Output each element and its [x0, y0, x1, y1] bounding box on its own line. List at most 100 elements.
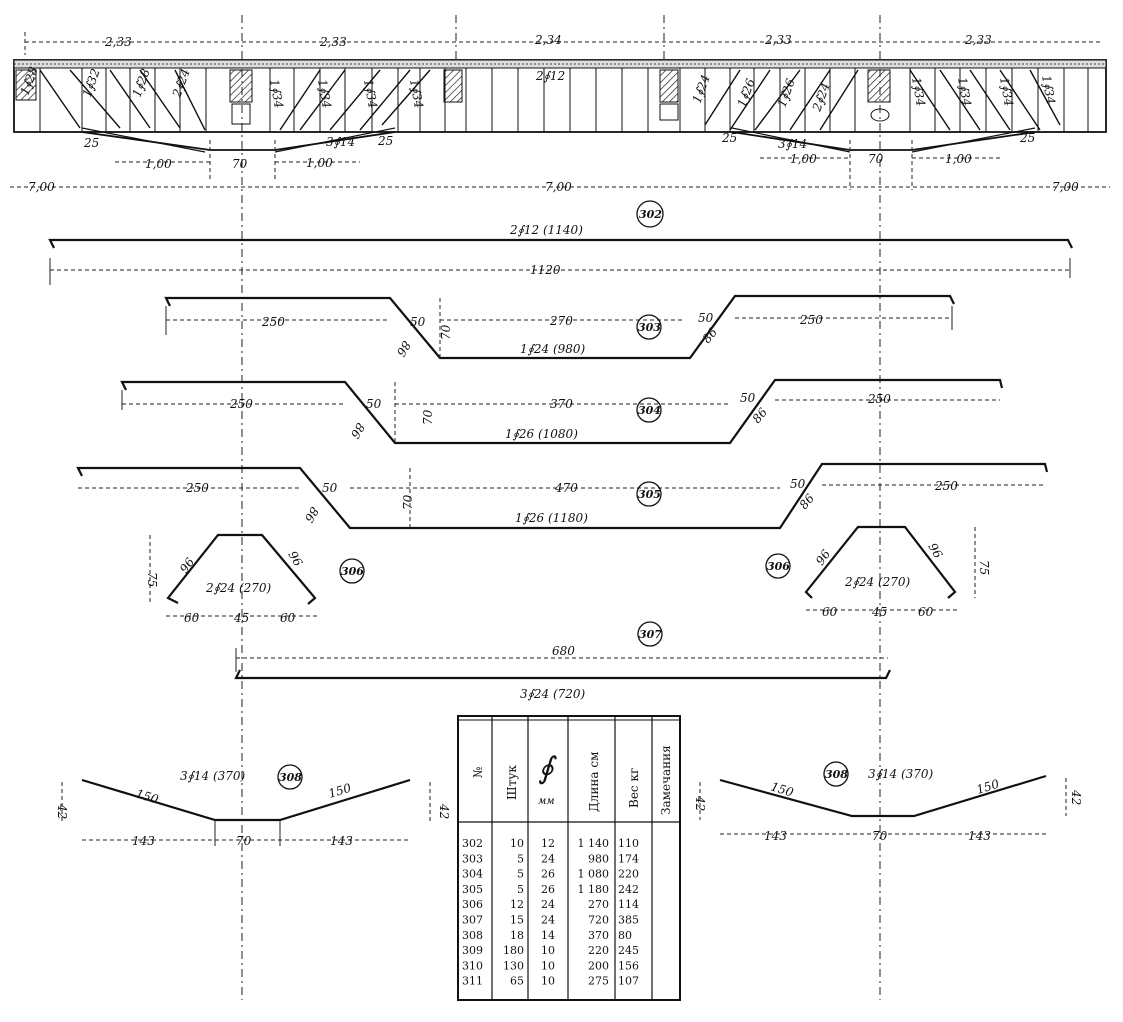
bar-dim-308: 143: [968, 829, 991, 843]
bar-dim-305: 250: [185, 481, 209, 495]
bar-title-308: 3∮14 (370): [868, 767, 934, 781]
span-label-1: 2,33: [104, 35, 132, 49]
table-header-count: Штук: [505, 765, 519, 800]
row-weight: 156: [618, 959, 639, 972]
bar-dim-305: 50: [322, 481, 338, 495]
row-length: 1 140: [578, 837, 610, 850]
row-count: 65: [510, 975, 524, 988]
bar-dim-306: 60: [822, 605, 838, 619]
bar-dim-306: 75: [145, 572, 159, 587]
table-header-mm: мм: [538, 796, 555, 807]
row-diameter: 10: [541, 944, 555, 957]
beam-label: 1∮24: [690, 73, 713, 105]
row-length: 1 180: [578, 883, 610, 896]
beam-label: 1∮34: [1039, 74, 1058, 105]
span7-label: 7,00: [545, 180, 572, 194]
bar-dim-305: 86: [302, 505, 322, 526]
bar-dim-308: 70: [236, 834, 252, 848]
bar-dim-306: 96: [177, 555, 197, 576]
beam-label: 2∮24: [169, 67, 192, 100]
row-count: 15: [510, 914, 524, 927]
row-length: 980: [588, 852, 609, 865]
bar-306-left: [149, 533, 318, 617]
bar-dim-306: 96: [285, 549, 305, 570]
row-count: 12: [510, 898, 524, 911]
row-number: 303: [462, 852, 483, 865]
row-length: 275: [588, 975, 609, 988]
bar-dim-308: 143: [132, 834, 155, 848]
row-count: 5: [517, 868, 524, 881]
bar-dim-308: 150: [327, 781, 353, 801]
row-count: 130: [503, 959, 524, 972]
row-weight: 114: [618, 898, 639, 911]
haunch-label: 25: [377, 134, 393, 148]
haunch-label: 25: [721, 131, 737, 145]
bar-title-305: 1∮26 (1180): [515, 511, 588, 525]
bar-308-left: [61, 778, 431, 846]
bar-dim-304: 86: [348, 421, 368, 442]
bar-305: [76, 462, 1049, 530]
haunch-label: 70: [868, 152, 884, 166]
bar-title-303: 1∮24 (980): [520, 342, 586, 356]
span-label-2: 2,33: [319, 35, 347, 49]
table-header-number: №: [471, 767, 485, 778]
bar-302: 302 2∮12 (1140) 1120: [48, 200, 1073, 285]
bar-dim-303: 50: [698, 311, 714, 325]
table-header-weight: Вес кг: [627, 768, 641, 808]
bar-title-306: 2∮24 (270): [205, 581, 272, 595]
bar-mark-303: 303: [638, 321, 661, 334]
bar-title-308: 3∮14 (370): [180, 769, 246, 783]
bar-dim-308: 42: [693, 795, 707, 811]
table-header-length: Длина см: [587, 752, 601, 812]
bar-dim-304: 370: [550, 397, 573, 411]
beam-label: 1∮34: [909, 76, 928, 107]
span-label-3: 2,34: [534, 33, 562, 47]
beam-label: 2∮24: [809, 81, 832, 114]
row-number: 308: [462, 929, 483, 942]
haunch-label: 70: [232, 157, 248, 171]
row-diameter: 14: [541, 929, 555, 942]
bar-mark-305: 305: [638, 488, 661, 501]
bar-dim-308: 150: [769, 779, 795, 799]
bar-title-306: 2∮24 (270): [844, 575, 911, 589]
bar-dim-308: 150: [975, 777, 1001, 797]
row-count: 18: [510, 929, 524, 942]
bar-dim-305: 70: [401, 494, 415, 510]
bar-dim-304: 50: [366, 397, 382, 411]
bar-dim-303: 86: [700, 325, 721, 346]
beam-elevation: [13, 59, 1107, 153]
beam-label: 1∮32: [80, 67, 103, 99]
bar-306-right: [804, 525, 976, 611]
beam-label: 1∮34: [997, 76, 1016, 107]
beam-label: 2∮12: [535, 69, 565, 83]
bar-mark-308: 308: [825, 768, 848, 781]
bar-dim-303: 250: [261, 315, 285, 329]
bar-303: [164, 294, 955, 360]
bar-dim-307: 680: [552, 644, 575, 658]
bar-dim-308: 42: [55, 803, 69, 819]
bar-title-307: 3∮24 (720): [520, 687, 586, 701]
center-lines: [241, 15, 881, 1000]
bar-title-304: 1∮26 (1080): [505, 427, 578, 441]
bar-dim-303: 250: [799, 313, 823, 327]
span7-label: 7,00: [1052, 180, 1079, 194]
row-weight: 385: [618, 914, 639, 927]
beam-bar-labels: 1∮28 1∮32 1∮28 2∮24 1∮34 1∮34 1∮34 1∮34 …: [18, 64, 1058, 113]
bar-dim-303: 50: [410, 315, 426, 329]
row-weight: 107: [618, 975, 639, 988]
row-length: 370: [588, 929, 609, 942]
bar-mark-302: 302: [639, 208, 662, 221]
bar-dim-305: 250: [934, 479, 958, 493]
bar-dim-308: 42: [437, 803, 451, 819]
row-count: 5: [517, 852, 524, 865]
bar-dim-308: 70: [872, 829, 888, 843]
bar-dim-308: 150: [134, 786, 160, 806]
row-number: 307: [462, 914, 483, 927]
row-length: 720: [588, 914, 609, 927]
